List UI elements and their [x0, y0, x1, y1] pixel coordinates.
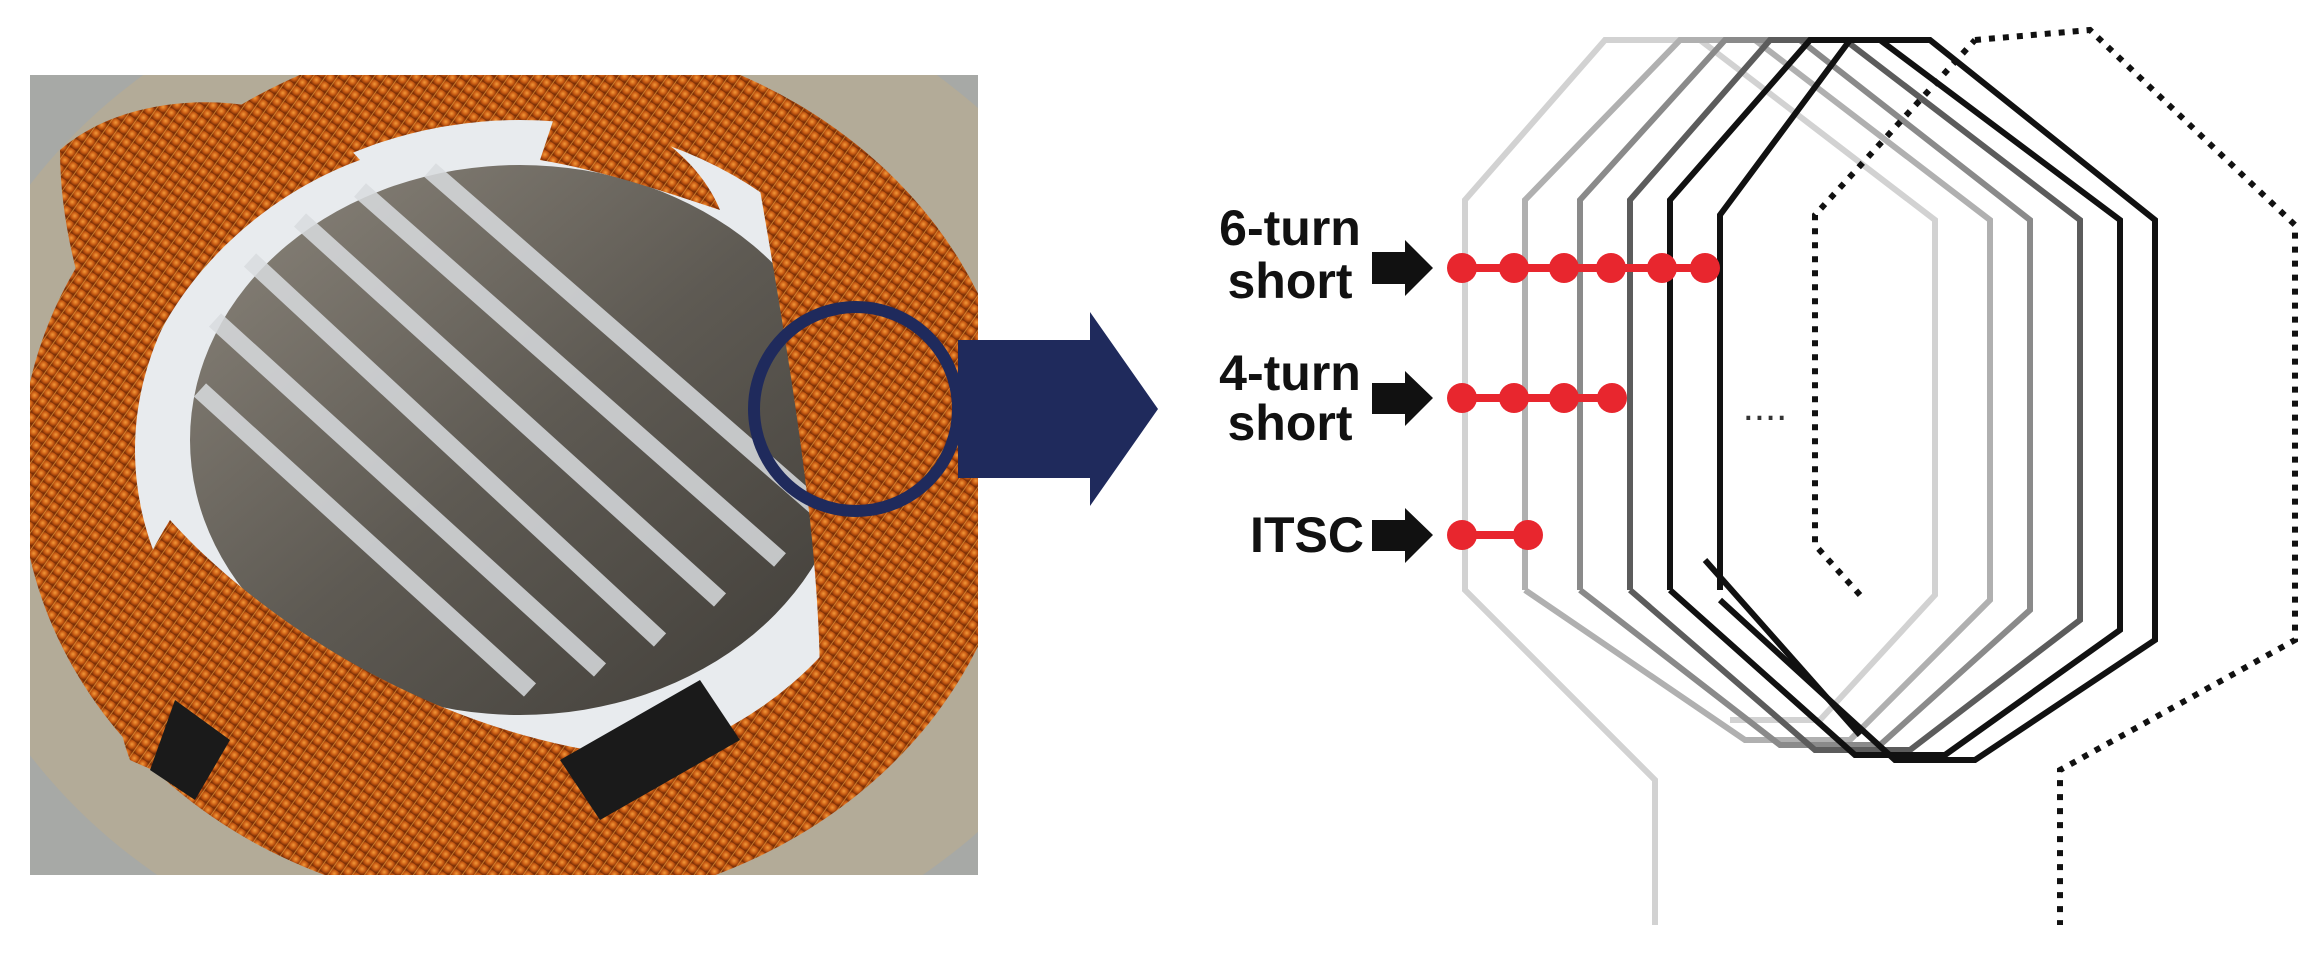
itsc-label: ITSC — [1250, 507, 1364, 563]
winding-turn-6 — [1717, 37, 2158, 763]
winding-dotted-inner — [1812, 37, 1978, 598]
winding-inner-lead — [1702, 558, 1863, 737]
six-turn-label-line2: short — [1228, 253, 1353, 309]
four-turn-short-marker — [1447, 383, 1627, 413]
four-turn-arrow — [1372, 371, 1433, 426]
callout-arrow — [958, 312, 1158, 506]
six-turn-arrow — [1372, 240, 1433, 296]
stator-photo — [30, 75, 978, 875]
winding-turn-2 — [1522, 37, 1993, 743]
winding-diagram — [1462, 26, 2298, 925]
winding-turn-3 — [1577, 37, 2033, 748]
six-turn-short-marker — [1447, 253, 1720, 283]
itsc-short-marker — [1447, 520, 1543, 550]
winding-turn-1 — [1462, 37, 1938, 925]
winding-dotted-outer — [1974, 26, 2298, 925]
winding-turn-5 — [1667, 37, 2123, 758]
ellipsis-label: .... — [1743, 385, 1787, 429]
winding-turn-4 — [1627, 37, 2083, 753]
black-sleeve-1 — [560, 680, 740, 820]
six-turn-label-line1: 6-turn — [1219, 200, 1361, 256]
end-turn-bottom — [115, 520, 700, 820]
stator-teeth — [193, 163, 826, 697]
end-turn-top — [540, 100, 720, 210]
four-turn-label-line2: short — [1228, 395, 1353, 451]
end-turn-left — [60, 102, 360, 421]
itsc-arrow — [1372, 508, 1433, 563]
four-turn-label-line1: 4-turn — [1219, 345, 1361, 401]
black-sleeve-2 — [150, 700, 230, 800]
